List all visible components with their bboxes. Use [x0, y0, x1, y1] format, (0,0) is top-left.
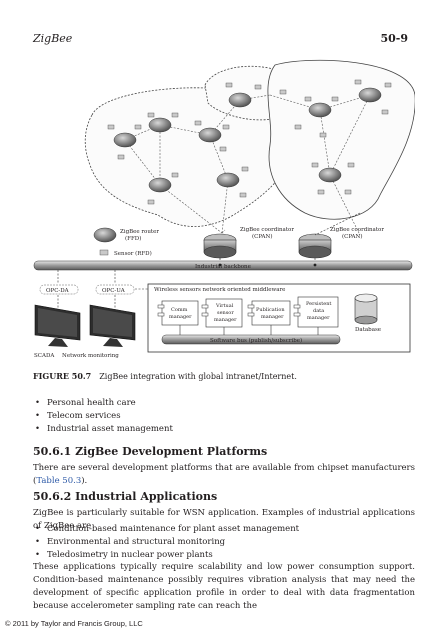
- comm-manager-box: [161, 300, 199, 326]
- coordinator-1: [203, 233, 237, 259]
- router-legend-sub: (FFD): [125, 235, 141, 242]
- sensor-node: [344, 189, 352, 195]
- sensor-node: [134, 124, 142, 130]
- sensor-node: [194, 120, 202, 126]
- sensor-node: [319, 132, 327, 138]
- coordinator-1-sub: (CPAN): [252, 233, 272, 240]
- section-heading-2: 50.6.2 Industrial Applications: [33, 490, 218, 503]
- router-node: [148, 117, 172, 133]
- sensor-node: [317, 189, 325, 195]
- closing-paragraph: These applications typically require sca…: [33, 562, 415, 611]
- opc-da-label: OPC-DA: [46, 288, 70, 294]
- router-node: [308, 102, 332, 118]
- database-label: Database: [355, 327, 381, 333]
- sensor-node: [347, 162, 355, 168]
- sensor-node: [279, 89, 287, 95]
- publication-manager-line2: manager: [261, 314, 284, 320]
- virtual-sensor-line1: Virtual: [215, 303, 234, 309]
- bullet-list-2: Condition-based maintenance for plant as…: [33, 523, 299, 562]
- persistent-data-line1: Persistent: [306, 301, 331, 307]
- list-item: Teledosimetry in nuclear power plants: [33, 549, 299, 562]
- sensor-node: [222, 124, 230, 130]
- sensor-node: [294, 124, 302, 130]
- sensor-node: [219, 146, 227, 152]
- coordinator-2: [298, 233, 332, 259]
- page-number: 50-9: [380, 32, 408, 45]
- list-item: Telecom services: [33, 410, 173, 423]
- figure-caption-text: ZigBee integration with global intranet/…: [99, 372, 297, 381]
- network-monitoring-label: Network monitoring: [62, 353, 119, 359]
- database-icon: [354, 293, 378, 325]
- opc-ua-label: OPC-UA: [102, 288, 126, 294]
- cluster-left: [84, 87, 293, 227]
- scada-monitor: [34, 304, 81, 347]
- router-node: [113, 132, 137, 148]
- virtual-sensor-manager-box: [205, 298, 243, 328]
- sensor-node: [147, 112, 155, 118]
- sensor-node: [384, 82, 392, 88]
- sensor-node: [241, 166, 249, 172]
- publication-manager-box: [251, 300, 291, 326]
- router-node: [216, 172, 240, 188]
- sensor-node: [254, 84, 262, 90]
- sensor-node: [171, 172, 179, 178]
- publication-manager-line1: Publication: [256, 307, 285, 313]
- section-1-paragraph: There are several development platforms …: [33, 462, 415, 488]
- sensor-node: [171, 112, 179, 118]
- coordinator-2-label: ZigBee coordinator: [330, 227, 384, 233]
- router-node: [148, 177, 172, 193]
- software-bus: [161, 334, 341, 345]
- coordinator-1-label: ZigBee coordinator: [240, 227, 294, 233]
- sensor-node: [239, 192, 247, 198]
- section-heading-1: 50.6.1 ZigBee Development Platforms: [33, 445, 268, 458]
- backbone-label: Industrial backbone: [195, 264, 251, 270]
- software-bus-label: Software bus (publish/subscribe): [210, 337, 302, 344]
- sensor-node: [107, 124, 115, 130]
- persistent-data-manager-box: [297, 296, 339, 328]
- router-node: [358, 87, 382, 103]
- list-item: Personal health care: [33, 397, 173, 410]
- persistent-data-line2: data: [313, 308, 324, 314]
- sensor-node: [225, 82, 233, 88]
- copyright-footer: © 2011 by Taylor and Francis Group, LLC: [5, 619, 143, 628]
- comm-manager-line2: manager: [169, 314, 192, 320]
- list-item: Condition-based maintenance for plant as…: [33, 523, 299, 536]
- router-node: [198, 127, 222, 143]
- sensor-node: [311, 162, 319, 168]
- persistent-data-line3: manager: [307, 315, 330, 321]
- coordinator-2-sub: (CPAN): [342, 233, 362, 240]
- section-1-text-end: ).: [81, 476, 88, 486]
- list-item: Industrial asset management: [33, 423, 173, 436]
- router-node: [228, 92, 252, 108]
- sensor-node: [381, 109, 389, 115]
- scada-label: SCADA: [34, 353, 55, 359]
- virtual-sensor-line3: manager: [214, 317, 237, 323]
- zigbee-integration-figure: ZigBee router (FFD) Sensor (RFD) ZigBee …: [33, 59, 415, 359]
- sensor-node: [117, 154, 125, 160]
- running-title: ZigBee: [33, 32, 73, 45]
- sensor-node: [331, 96, 339, 102]
- router-legend-icon: [93, 227, 117, 243]
- figure-caption: FIGURE 50.7 ZigBee integration with globa…: [33, 371, 423, 381]
- sensor-node: [147, 199, 155, 205]
- comm-manager-line1: Comm: [171, 307, 188, 313]
- table-reference-link[interactable]: Table 50.3: [36, 476, 82, 486]
- cluster-right: [267, 59, 415, 220]
- figure-caption-label: FIGURE 50.7: [33, 371, 92, 381]
- bullet-list-1: Personal health care Telecom services In…: [33, 397, 173, 436]
- sensor-node: [354, 79, 362, 85]
- sensor-legend-label: Sensor (RFD): [114, 250, 152, 257]
- network-monitoring-monitor: [89, 304, 136, 347]
- sensor-legend-icon: [99, 249, 109, 256]
- virtual-sensor-line2: sensor: [217, 310, 234, 316]
- router-legend-label: ZigBee router: [120, 229, 159, 235]
- middleware-label: Wireless sensors network oriented middle…: [154, 287, 285, 293]
- sensor-node: [304, 96, 312, 102]
- section-1-text: There are several development platforms …: [33, 463, 415, 486]
- router-node: [318, 167, 342, 183]
- industrial-backbone: [33, 260, 413, 271]
- list-item: Environmental and structural monitoring: [33, 536, 299, 549]
